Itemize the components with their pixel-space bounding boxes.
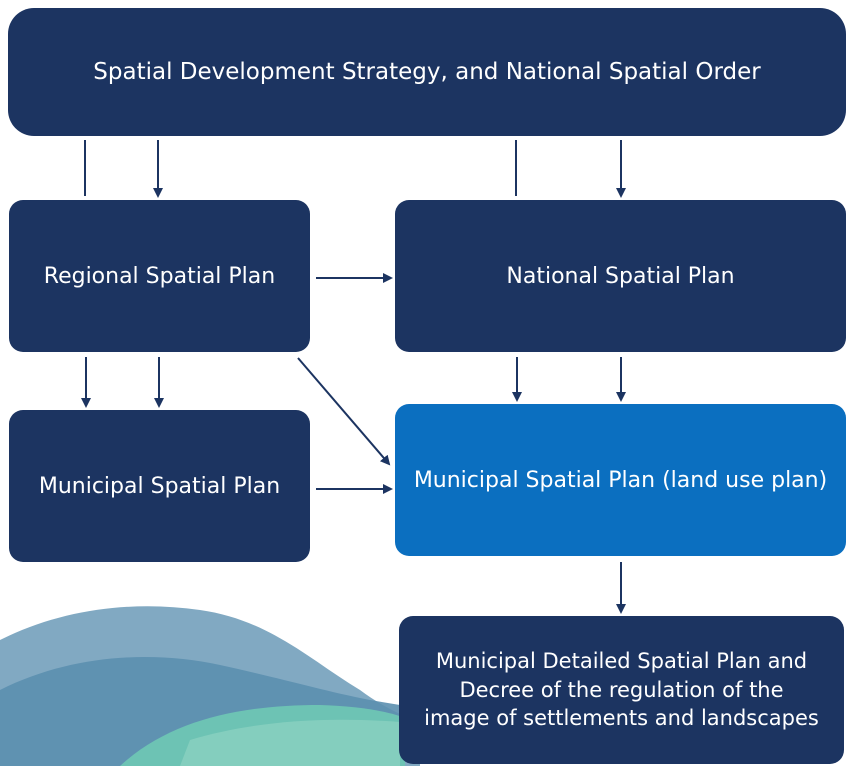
- box-label-line: Municipal Detailed Spatial Plan and: [435, 649, 808, 674]
- box-label: Spatial Development Strategy, and Nation…: [93, 59, 761, 85]
- box-municipal-land-use-plan: Municipal Spatial Plan (land use plan): [395, 404, 846, 556]
- landscape-green-light: [180, 719, 400, 766]
- box-label: Municipal Spatial Plan: [38, 473, 281, 499]
- box-municipal-detailed-spatial-plan: Municipal Detailed Spatial Plan and Decr…: [399, 616, 844, 764]
- box-label-line: Decree of the regulation of the: [459, 677, 784, 702]
- box-spatial-development-strategy: Spatial Development Strategy, and Nation…: [8, 8, 846, 136]
- box-national-spatial-plan: National Spatial Plan: [395, 200, 846, 352]
- box-label: Regional Spatial Plan: [43, 263, 276, 289]
- box-label: Municipal Spatial Plan (land use plan): [413, 467, 828, 493]
- arrow-diagonal: [297, 357, 391, 466]
- box-regional-spatial-plan: Regional Spatial Plan: [9, 200, 310, 352]
- box-municipal-spatial-plan: Municipal Spatial Plan: [9, 410, 310, 562]
- box-label-line: image of settlements and landscapes: [424, 706, 819, 731]
- box-label: National Spatial Plan: [506, 263, 735, 289]
